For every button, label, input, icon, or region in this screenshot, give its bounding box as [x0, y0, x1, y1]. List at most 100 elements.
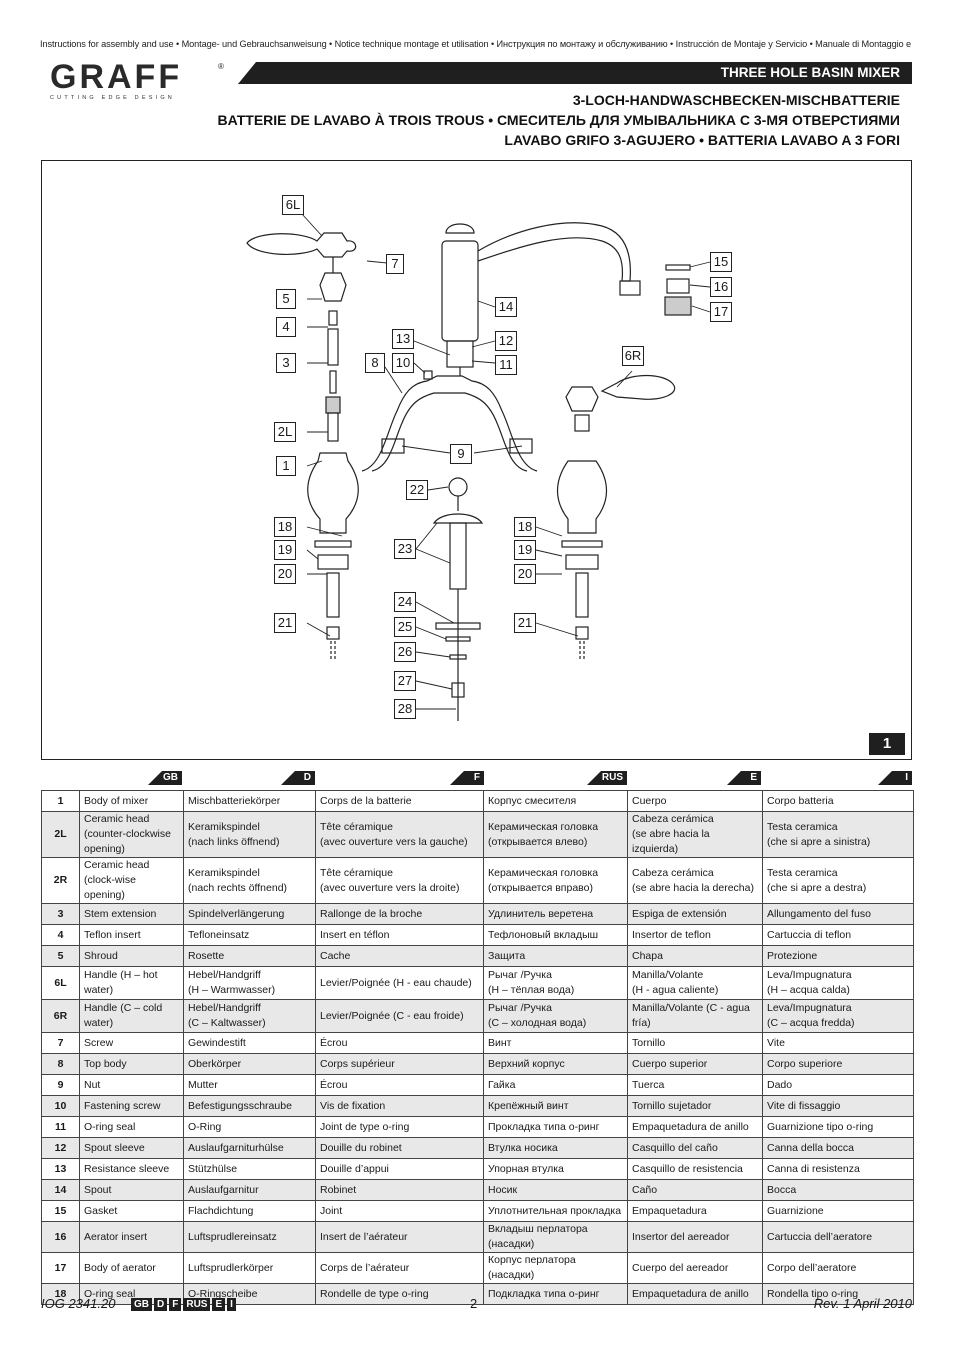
callout-3: 3: [276, 353, 296, 373]
footer-tag-f: F: [169, 1298, 182, 1311]
part-name-e: Tornillo: [627, 1032, 763, 1054]
logo-tagline: CUTTING EDGE DESIGN: [50, 95, 175, 101]
part-name-i: Allungamento del fuso: [762, 903, 914, 925]
part-name-e: Empaquetadura de anillo: [627, 1283, 763, 1305]
part-number: 5: [41, 945, 80, 967]
callout-11: 11: [495, 355, 517, 375]
part-number: 12: [41, 1137, 80, 1159]
part-name-e: Empaquetadura de anillo: [627, 1116, 763, 1138]
part-name-e: Casquillo del caño: [627, 1137, 763, 1159]
subtitles: 3-LOCH-HANDWASCHBECKEN-MISCHBATTERIE BAT…: [218, 90, 900, 150]
callout-22: 22: [406, 480, 428, 500]
lang-tab-f: F: [450, 771, 484, 785]
part-name-f: Corps supérieur: [315, 1053, 484, 1075]
part-name-i: Testa ceramica (che si apre a destra): [762, 857, 914, 904]
figure-number: 1: [869, 733, 905, 755]
callout-19-right: 19: [514, 540, 536, 560]
part-name-gb: Body of mixer: [79, 790, 184, 812]
part-name-rus: Удлинитель веретена: [483, 903, 628, 925]
part-name-d: Mischbatteriekörper: [183, 790, 316, 812]
part-name-i: Leva/Impugnatura (C – acqua fredda): [762, 999, 914, 1033]
doc-code: IOG 2341.20: [41, 1296, 116, 1311]
part-name-rus: Вкладыш перлатора (насадки): [483, 1221, 628, 1253]
part-name-i: Bocca: [762, 1179, 914, 1201]
part-number: 18: [41, 1283, 80, 1305]
part-name-i: Guarnizione: [762, 1200, 914, 1222]
part-name-gb: Resistance sleeve: [79, 1158, 184, 1180]
part-name-i: Protezione: [762, 945, 914, 967]
part-name-d: Mutter: [183, 1074, 316, 1096]
part-name-rus: Уплотнительная прокладка: [483, 1200, 628, 1222]
callout-28: 28: [394, 699, 416, 719]
part-name-gb: Aerator insert: [79, 1221, 184, 1253]
part-name-gb: Gasket: [79, 1200, 184, 1222]
callout-23: 23: [394, 539, 416, 559]
lang-tab-rus: RUS: [587, 771, 627, 785]
left-handle-drawing: [246, 232, 357, 442]
title-bar: THREE HOLE BASIN MIXER: [238, 62, 912, 84]
part-name-e: Espiga de extensión: [627, 903, 763, 925]
part-name-f: Douille d’appui: [315, 1158, 484, 1180]
callout-16: 16: [710, 277, 732, 297]
part-name-rus: Упорная втулка: [483, 1158, 628, 1180]
part-name-f: Levier/Poignée (C - eau froide): [315, 999, 484, 1033]
part-name-e: Cuerpo superior: [627, 1053, 763, 1075]
aerator-drawing: [664, 264, 692, 316]
callout-27: 27: [394, 671, 416, 691]
part-name-d: Gewindestift: [183, 1032, 316, 1054]
part-number: 13: [41, 1158, 80, 1180]
callout-10: 10: [392, 353, 414, 373]
part-name-d: Luftsprudlerkörper: [183, 1252, 316, 1284]
part-name-e: Cabeza cerámica (se abre hacia la izquie…: [627, 811, 763, 858]
part-name-f: Insert en téflon: [315, 924, 484, 946]
part-name-i: Rondella tipo o-ring: [762, 1283, 914, 1305]
part-name-rus: Корпус смесителя: [483, 790, 628, 812]
part-name-f: Écrou: [315, 1032, 484, 1054]
part-name-f: Corps de la batterie: [315, 790, 484, 812]
part-name-gb: Top body: [79, 1053, 184, 1075]
lang-tab-e: E: [727, 771, 761, 785]
part-name-rus: Гайка: [483, 1074, 628, 1096]
callout-17: 17: [710, 302, 732, 322]
part-name-gb: Screw: [79, 1032, 184, 1054]
part-name-gb: Stem extension: [79, 903, 184, 925]
part-name-f: Rallonge de la broche: [315, 903, 484, 925]
part-name-i: Canna della bocca: [762, 1137, 914, 1159]
part-name-gb: Spout sleeve: [79, 1137, 184, 1159]
part-name-rus: Носик: [483, 1179, 628, 1201]
part-name-d: Hebel/Handgriff (H – Warmwasser): [183, 966, 316, 1000]
callout-7: 7: [386, 254, 404, 274]
part-name-rus: Втулка носика: [483, 1137, 628, 1159]
part-name-gb: Spout: [79, 1179, 184, 1201]
part-name-f: Corps de l’aérateur: [315, 1252, 484, 1284]
part-number: 2R: [41, 857, 80, 904]
part-name-e: Cuerpo del aereador: [627, 1252, 763, 1284]
leader-lines: [301, 213, 711, 710]
footer-tag-i: I: [227, 1298, 236, 1311]
part-name-f: Joint: [315, 1200, 484, 1222]
part-name-rus: Рычаг /Ручка (C – холодная вода): [483, 999, 628, 1033]
part-name-gb: Shroud: [79, 945, 184, 967]
part-name-d: Keramikspindel (nach rechts öffnend): [183, 857, 316, 904]
part-name-f: Écrou: [315, 1074, 484, 1096]
spout-drawing: [361, 222, 641, 472]
footer-tag-rus: RUS: [183, 1298, 211, 1311]
part-number: 9: [41, 1074, 80, 1096]
lang-tab-i: I: [878, 771, 912, 785]
part-name-d: Befestigungsschraube: [183, 1095, 316, 1117]
callout-20-left: 20: [274, 564, 296, 584]
part-name-i: Leva/Impugnatura (H – acqua calda): [762, 966, 914, 1000]
callout-19-left: 19: [274, 540, 296, 560]
part-name-e: Tornillo sujetador: [627, 1095, 763, 1117]
part-number: 4: [41, 924, 80, 946]
